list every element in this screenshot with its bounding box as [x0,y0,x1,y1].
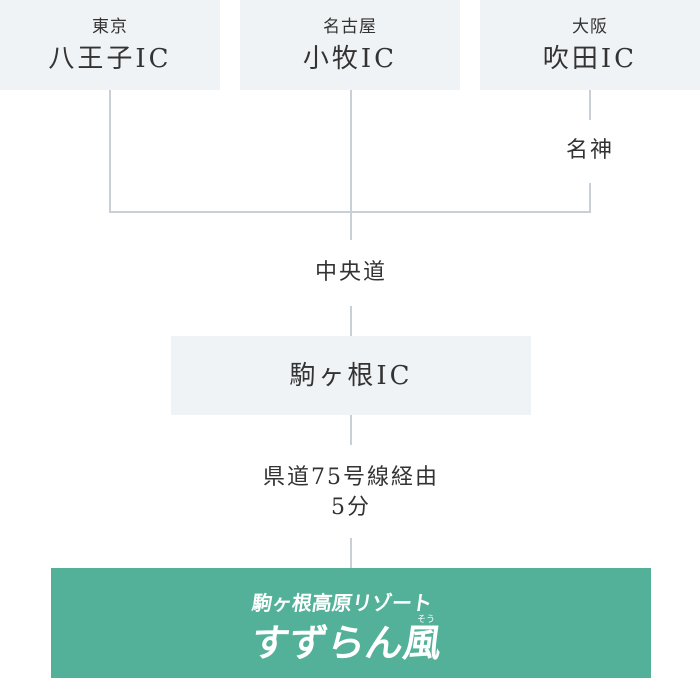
travel-time-label: 5分 [300,493,402,523]
origin-city-label: 大阪 [572,16,608,37]
origin-box-tokyo: 東京 八王子IC [0,0,220,90]
origin-ic-label: 吹田IC [542,43,638,74]
logo-main-text: すずらん風 [248,622,444,666]
line-suita-down-2 [589,183,591,213]
route-label-meishin: 名神 [540,136,640,166]
line-komaki-down [350,90,352,240]
line-merge-horizontal [109,211,591,213]
origin-ic-label: 八王子IC [48,43,172,74]
origin-city-label: 名古屋 [323,16,377,37]
line-komagane-down [350,415,352,445]
line-chuo-to-komagane [350,306,352,336]
route-label-chuo: 中央道 [280,258,422,288]
logo-ruby-text: そう [417,614,435,625]
origin-city-label: 東京 [92,16,128,37]
route-label-prefectural-road: 県道75号線経由 [220,463,482,493]
junction-ic-label: 駒ヶ根IC [289,360,413,391]
origin-ic-label: 小牧IC [302,43,398,74]
resort-logo: 駒ヶ根高原リゾート そう すずらん風 [248,591,444,666]
line-hachioji-down [109,90,111,213]
junction-box-komagane: 駒ヶ根IC [171,336,531,415]
destination-banner: 駒ヶ根高原リゾート そう すずらん風 [51,568,651,678]
origin-box-osaka: 大阪 吹田IC [480,0,700,90]
line-suita-down-1 [589,90,591,120]
line-to-destination [350,538,352,568]
logo-top-text: 駒ヶ根高原リゾート [250,591,433,615]
origin-box-nagoya: 名古屋 小牧IC [240,0,460,90]
